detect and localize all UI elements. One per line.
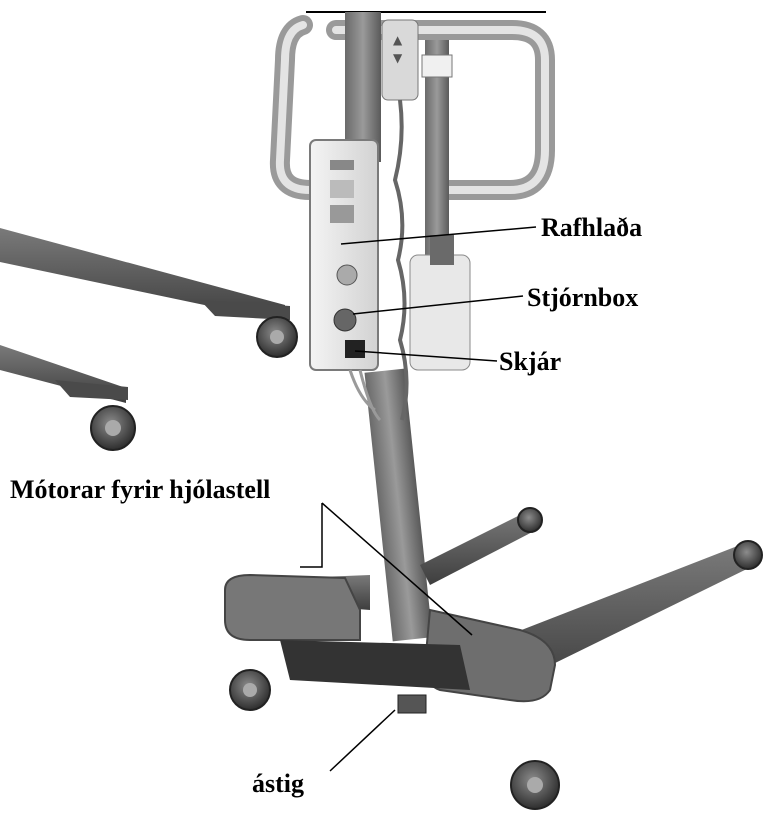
wheel-front-left bbox=[230, 670, 270, 710]
pedal bbox=[398, 695, 426, 713]
label-chassis-motors: Mótorar fyrir hjólastell bbox=[10, 477, 270, 503]
battery-indicator bbox=[337, 265, 357, 285]
motor-housing-left bbox=[225, 575, 360, 640]
leader-pedal bbox=[330, 710, 395, 771]
display-window bbox=[345, 340, 365, 358]
wheel-back-right bbox=[734, 541, 762, 569]
svg-text:▲: ▲ bbox=[393, 33, 403, 47]
label-battery: Rafhlaða bbox=[541, 215, 642, 241]
control-box bbox=[310, 140, 378, 370]
label-display: Skjár bbox=[499, 349, 561, 375]
actuator-body bbox=[410, 255, 470, 370]
spare-leg-upper bbox=[0, 228, 297, 357]
wheel-back bbox=[518, 508, 542, 532]
leader-motors-left bbox=[300, 503, 322, 567]
base-frame bbox=[280, 640, 470, 690]
label-pedal: ástig bbox=[252, 771, 304, 797]
label-control-box: Stjórnbox bbox=[527, 285, 638, 311]
wheel-front-right bbox=[511, 761, 559, 809]
spare-leg-lower bbox=[0, 345, 135, 450]
control-knob bbox=[334, 309, 356, 331]
svg-text:▼: ▼ bbox=[393, 51, 403, 65]
